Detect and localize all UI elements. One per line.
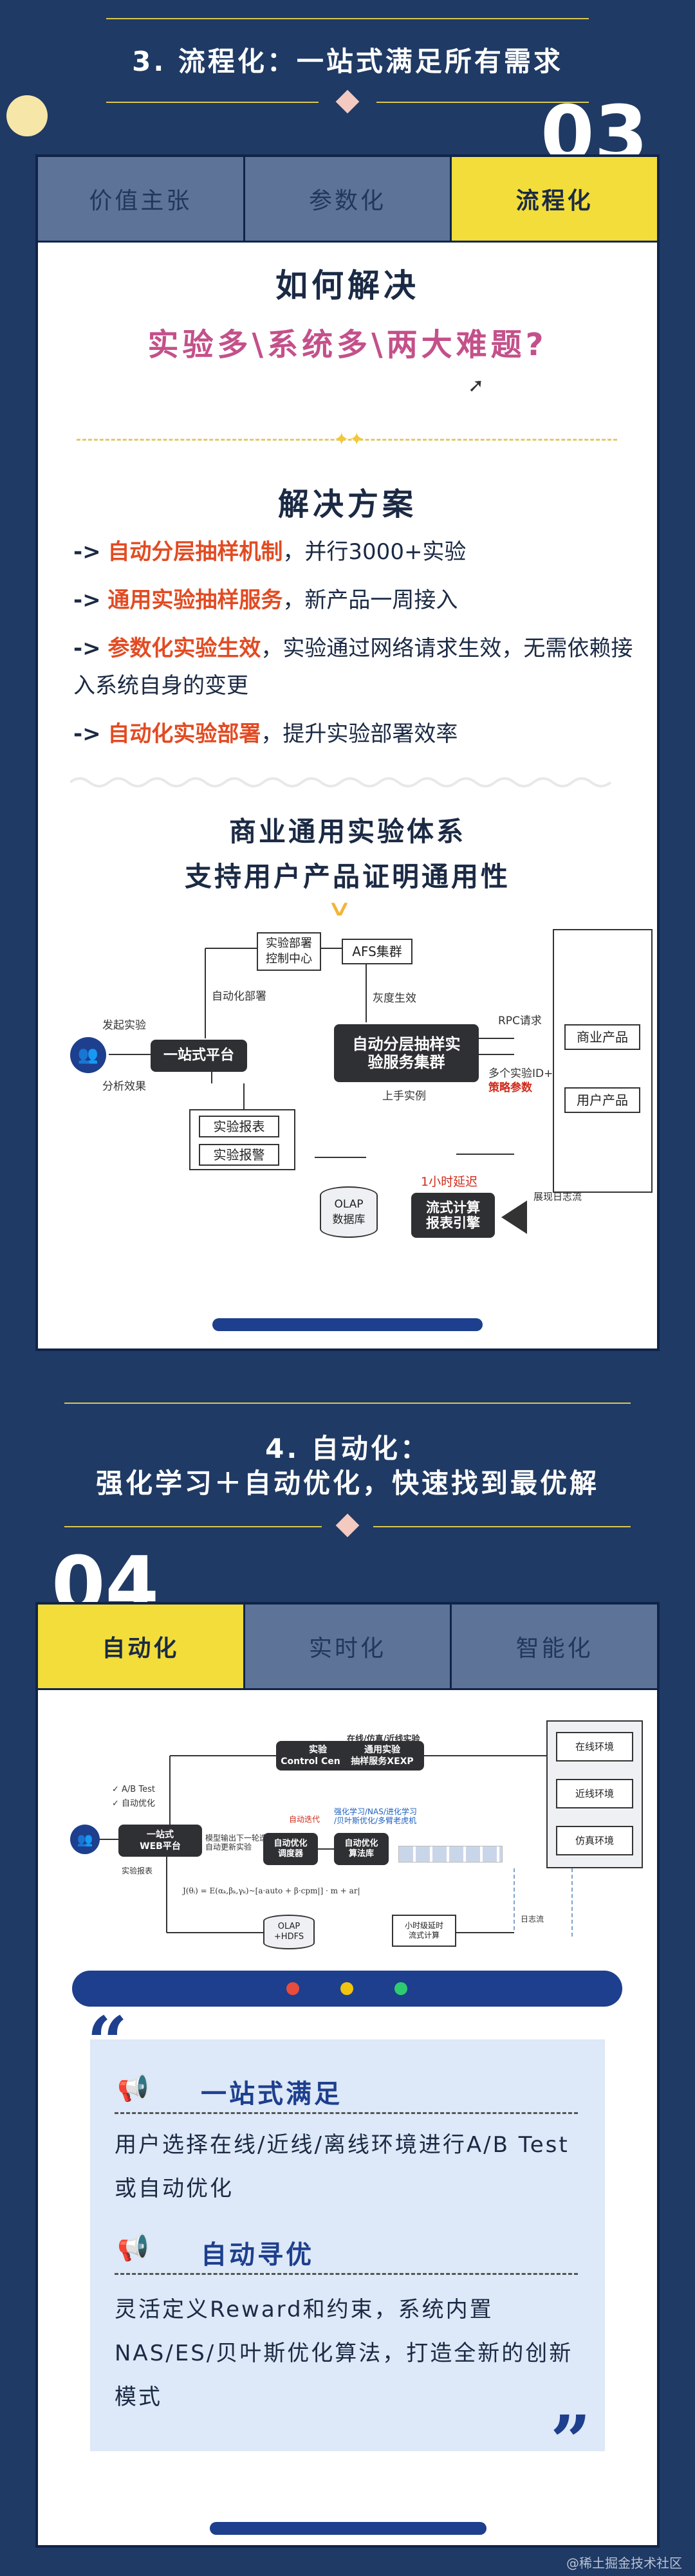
quote-open-icon: “ (87, 2001, 128, 2084)
divider-right (376, 102, 589, 103)
moon-decoration (6, 95, 48, 136)
user-product-box: 用户产品 (564, 1087, 640, 1113)
label-algos: 强化学习/NAS/进化学习 /贝叶斯优化/多臂老虎机 (334, 1807, 417, 1825)
model-strip (398, 1846, 503, 1863)
sparkle-icon: ✦✦ (334, 428, 364, 450)
label-log: 展现日志流 (533, 1191, 582, 1202)
scroll-indicator-2 (210, 2522, 486, 2535)
divider-right-2 (373, 1526, 631, 1527)
label-policy: 策略参数 (488, 1081, 532, 1094)
section4-tabs: 自动化 实时化 智能化 (38, 1605, 658, 1688)
xexp-box: 通用实验 抽样服务XEXP (340, 1741, 424, 1771)
tab-intelligent[interactable]: 智能化 (452, 1605, 658, 1688)
label-log2: 日志流 (521, 1915, 544, 1924)
feature1-title: 一站式满足 (201, 2079, 342, 2109)
label-next: 模型输出下一轮迭代 自动更新实验 (205, 1834, 275, 1852)
alarm-box: 实验报警 (199, 1144, 279, 1166)
tab-params[interactable]: 参数化 (245, 157, 452, 241)
section4-title-1: 4. 自动化： (265, 1433, 430, 1464)
cursor-icon: ➚ (468, 374, 485, 397)
users-icon-2: 👥 (70, 1825, 100, 1854)
quote-close-icon: ” (550, 2400, 591, 2483)
diamond-icon (335, 89, 360, 114)
dot-red-icon[interactable] (286, 1982, 299, 1995)
feature2-text: 灵活定义Reward和约束，系统内置NAS/ES/贝叶斯优化算法，打造全新的创新… (115, 2297, 573, 2410)
window-bar (72, 1971, 622, 2007)
label-analyze: 分析效果 (102, 1080, 146, 1093)
solution-1: -> 自动分层抽样机制，并行3000+实验 (73, 539, 467, 565)
divider-top-2 (64, 1403, 631, 1404)
dot-yellow-icon[interactable] (340, 1982, 353, 1995)
formula: J(θᵢ) = E(αₖ,βₖ,γₖ)~[a·auto + β·cpm|] · … (183, 1886, 360, 1895)
label-online: 上手实例 (382, 1090, 426, 1103)
label-multi-id: 多个实验ID+ (488, 1067, 553, 1080)
env-sim-box: 仿真环境 (556, 1826, 633, 1855)
olap-hdfs-box: OLAP +HDFS (263, 1915, 315, 1949)
stream-box: 流式计算 报表引擎 (411, 1193, 495, 1238)
label-gray: 灰度生效 (373, 992, 416, 1005)
tab-realtime[interactable]: 实时化 (245, 1605, 452, 1688)
section3-card: 价值主张 参数化 流程化 如何解决 实验多\系统多\两大难题? ➚ ✦✦ 解决方… (35, 154, 660, 1351)
system-title-2: 支持用户产品证明通用性 (184, 861, 510, 892)
feature1-divider (115, 2112, 578, 2114)
dotted-divider (77, 439, 617, 441)
scroll-indicator (212, 1318, 483, 1331)
olap-box: OLAP 数据库 (320, 1186, 378, 1238)
divider-left-2 (64, 1526, 322, 1527)
divider-left (106, 102, 319, 103)
features-panel (90, 2039, 605, 2451)
label-delay: 1小时延迟 (421, 1175, 478, 1189)
products-frame (553, 929, 653, 1193)
afs-box: AFS集群 (342, 939, 412, 964)
solution-4: -> 自动化实验部署，提升实验部署效率 (73, 721, 458, 747)
automation-diagram: 👥 ✓ A/B Test ✓ 自动优化 一站式 WEB平台 实验 Control… (70, 1720, 643, 1958)
tab-process[interactable]: 流程化 (452, 157, 658, 241)
algo-box: 自动优化 算法库 (334, 1833, 389, 1865)
system-title-1: 商业通用实验体系 (228, 816, 466, 847)
solution-3: -> 参数化实验生效，实验通过网络请求生效，无需依赖接入系统自身的变更 (73, 636, 633, 699)
biz-product-box: 商业产品 (564, 1024, 640, 1050)
label-iter: 自动迭代 (289, 1815, 320, 1824)
watermark: @稀土掘金技术社区 (566, 2555, 682, 2571)
control-box: 实验部署 控制中心 (257, 932, 321, 971)
label-report: 实验报表 (122, 1866, 153, 1875)
tab-automation[interactable]: 自动化 (38, 1605, 245, 1688)
divider-top (106, 18, 589, 19)
problem-subheading: 实验多\系统多\两大难题? (147, 327, 548, 363)
solution-2: -> 通用实验抽样服务，新产品一周接入 (73, 587, 458, 613)
diamond-icon-2 (335, 1513, 360, 1538)
chevron-down-icon: ∨ (326, 896, 353, 921)
section3-title: 3. 流程化：一站式满足所有需求 (132, 46, 563, 77)
web-platform-box: 一站式 WEB平台 (118, 1825, 202, 1857)
megaphone-icon: 📢 (117, 2074, 149, 2103)
feature2-divider (115, 2273, 578, 2275)
section3-tabs: 价值主张 参数化 流程化 (38, 157, 658, 241)
problem-heading: 如何解决 (275, 267, 420, 304)
label-ab: ✓ A/B Test (112, 1785, 155, 1794)
wave-divider (70, 777, 612, 787)
megaphone-icon-2: 📢 (117, 2233, 149, 2263)
report-box: 实验报表 (199, 1116, 279, 1137)
architecture-diagram: 👥 发起实验 分析效果 一站式平台 自动化部署 实验部署 控制中心 AFS集群 … (64, 929, 653, 1264)
service-box: 自动分层抽样实 验服务集群 (334, 1024, 479, 1082)
feature2-title: 自动寻优 (201, 2240, 314, 2270)
scheduler-box: 自动优化 调度器 (263, 1833, 318, 1865)
solution-heading: 解决方案 (277, 486, 417, 522)
arrow-left-icon (501, 1201, 527, 1234)
label-launch: 发起实验 (102, 1019, 146, 1032)
env-online-box: 在线环境 (556, 1732, 633, 1762)
section4-title-2: 强化学习＋自动优化，快速找到最优解 (95, 1467, 599, 1499)
label-rpc: RPC请求 (498, 1015, 542, 1027)
dot-green-icon[interactable] (394, 1982, 407, 1995)
platform-box: 一站式平台 (151, 1040, 247, 1072)
tab-value[interactable]: 价值主张 (38, 157, 245, 241)
stream2-box: 小时级延时 流式计算 (392, 1915, 456, 1947)
label-auto: ✓ 自动优化 (112, 1799, 156, 1808)
feature1-text: 用户选择在线/近线/离线环境进行A/B Test或自动优化 (115, 2132, 570, 2202)
label-auto-deploy: 自动化部署 (212, 990, 266, 1003)
env-nearline-box: 近线环境 (556, 1779, 633, 1808)
users-icon: 👥 (70, 1037, 106, 1073)
